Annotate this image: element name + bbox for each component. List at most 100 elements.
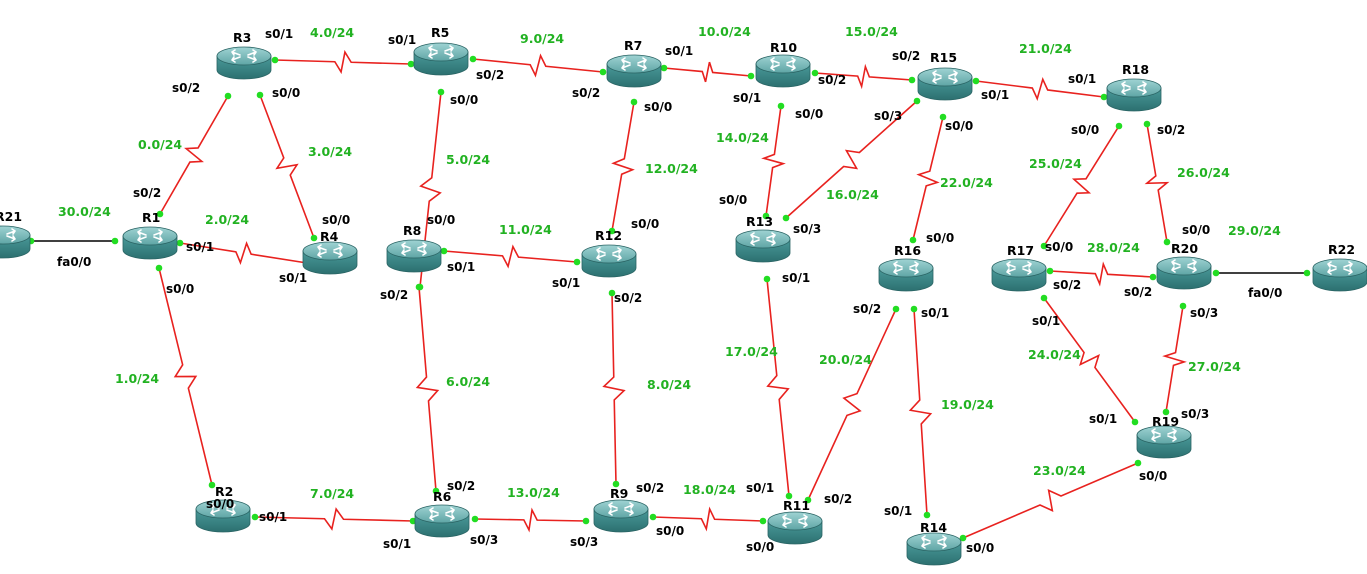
link-r13-r11[interactable] — [763, 275, 793, 500]
link-r17-r19[interactable] — [1040, 294, 1139, 426]
link-r15-r18[interactable] — [972, 76, 1108, 102]
router-icon[interactable] — [414, 504, 470, 538]
link-r7-r12[interactable] — [608, 98, 638, 235]
serial-cable[interactable] — [611, 101, 635, 232]
link-r10-r13[interactable] — [761, 102, 786, 220]
link-r8-r6[interactable] — [415, 283, 440, 495]
link-r17-r20[interactable] — [1046, 261, 1157, 287]
link-r10-r15[interactable] — [811, 63, 916, 90]
link-r3-r4[interactable] — [256, 91, 318, 242]
router-r15[interactable]: R15 — [917, 50, 973, 101]
router-r10[interactable]: R10 — [755, 40, 811, 88]
router-icon[interactable] — [122, 226, 178, 260]
serial-cable[interactable] — [663, 61, 752, 83]
serial-cable[interactable] — [975, 76, 1105, 102]
link-r18-r20[interactable] — [1143, 120, 1171, 246]
router-r3[interactable]: R3 — [216, 30, 272, 80]
router-r1[interactable]: R1 — [122, 210, 178, 260]
router-r9[interactable]: R9 — [593, 486, 649, 533]
link-r1-r3[interactable] — [156, 92, 232, 218]
router-icon[interactable] — [593, 499, 649, 533]
serial-cable[interactable] — [419, 91, 442, 288]
router-r7[interactable]: R7 — [606, 38, 662, 88]
serial-cable[interactable] — [908, 308, 933, 516]
serial-cable[interactable] — [814, 63, 913, 90]
router-icon[interactable] — [917, 67, 973, 101]
router-icon[interactable] — [1106, 78, 1162, 112]
router-icon[interactable] — [735, 229, 791, 263]
link-r18-r17[interactable] — [1040, 122, 1123, 250]
router-r13[interactable]: R13 — [735, 214, 791, 263]
router-icon[interactable] — [991, 258, 1047, 292]
link-r19-r14[interactable] — [959, 459, 1142, 542]
router-icon[interactable] — [581, 244, 637, 278]
router-r18[interactable]: R18 — [1106, 62, 1162, 112]
serial-cable[interactable] — [158, 267, 213, 486]
link-r3-r5[interactable] — [271, 49, 415, 75]
link-r7-r10[interactable] — [660, 61, 755, 83]
router-r12[interactable]: R12 — [581, 228, 637, 278]
link-r21-r1[interactable] — [27, 237, 119, 245]
router-r5[interactable]: R5 — [413, 25, 469, 76]
serial-cable[interactable] — [474, 507, 587, 533]
serial-cable[interactable] — [472, 53, 604, 78]
link-r20-r22[interactable] — [1212, 269, 1311, 277]
serial-cable[interactable] — [807, 308, 897, 501]
serial-cable[interactable] — [1144, 123, 1170, 243]
router-r16[interactable]: R16 — [878, 243, 934, 292]
link-r1-r2[interactable] — [155, 264, 216, 489]
router-icon[interactable] — [302, 241, 358, 275]
router-icon[interactable] — [906, 532, 962, 566]
router-icon[interactable] — [386, 239, 442, 273]
router-r22[interactable]: R22 — [1312, 242, 1367, 292]
router-r19[interactable]: R19 — [1136, 414, 1192, 459]
router-icon[interactable] — [606, 54, 662, 88]
serial-cable[interactable] — [766, 278, 790, 497]
link-r16-r11[interactable] — [804, 305, 900, 504]
router-r8[interactable]: R8 — [386, 223, 442, 273]
router-r4[interactable]: R4 — [302, 229, 358, 275]
serial-cable[interactable] — [443, 244, 578, 269]
router-icon[interactable] — [767, 511, 823, 545]
serial-cable[interactable] — [761, 105, 786, 217]
serial-cable[interactable] — [254, 507, 414, 531]
serial-cable[interactable] — [962, 462, 1139, 539]
router-icon[interactable] — [1156, 256, 1212, 290]
router-icon[interactable] — [1312, 258, 1367, 292]
serial-cable[interactable] — [274, 49, 412, 75]
link-r6-r9[interactable] — [471, 507, 590, 533]
serial-cable[interactable] — [415, 286, 440, 492]
router-r17[interactable]: R17 — [991, 243, 1047, 292]
router-r6[interactable]: R6 — [414, 489, 470, 538]
link-r5-r7[interactable] — [469, 53, 607, 78]
router-r20[interactable]: R20 — [1156, 241, 1212, 290]
router-icon[interactable] — [216, 46, 272, 80]
serial-cable[interactable] — [652, 506, 764, 532]
link-r16-r14[interactable] — [908, 305, 933, 519]
router-r2[interactable]: R2 — [195, 484, 251, 533]
serial-cable[interactable] — [259, 94, 315, 239]
serial-cable[interactable] — [159, 95, 229, 215]
router-icon[interactable] — [0, 225, 31, 259]
router-r21[interactable]: R21 — [0, 209, 31, 259]
serial-cable[interactable] — [785, 100, 918, 219]
router-r14[interactable]: R14 — [906, 520, 962, 566]
serial-cable[interactable] — [912, 116, 944, 241]
serial-cable[interactable] — [179, 241, 308, 265]
router-icon[interactable] — [195, 499, 251, 533]
link-r13-r15[interactable] — [782, 97, 921, 222]
serial-cable[interactable] — [1043, 125, 1120, 247]
router-icon[interactable] — [755, 54, 811, 88]
serial-cable[interactable] — [1043, 297, 1136, 423]
router-icon[interactable] — [413, 42, 469, 76]
link-r12-r9[interactable] — [602, 289, 626, 488]
link-r15-r16[interactable] — [909, 113, 947, 244]
link-r8-r12[interactable] — [440, 244, 581, 269]
link-r9-r11[interactable] — [649, 506, 767, 532]
serial-cable[interactable] — [602, 292, 626, 485]
link-r20-r19[interactable] — [1162, 302, 1187, 416]
router-r11[interactable]: R11 — [767, 498, 823, 545]
serial-cable[interactable] — [1049, 261, 1154, 287]
router-icon[interactable] — [1136, 425, 1192, 459]
router-icon[interactable] — [878, 258, 934, 292]
